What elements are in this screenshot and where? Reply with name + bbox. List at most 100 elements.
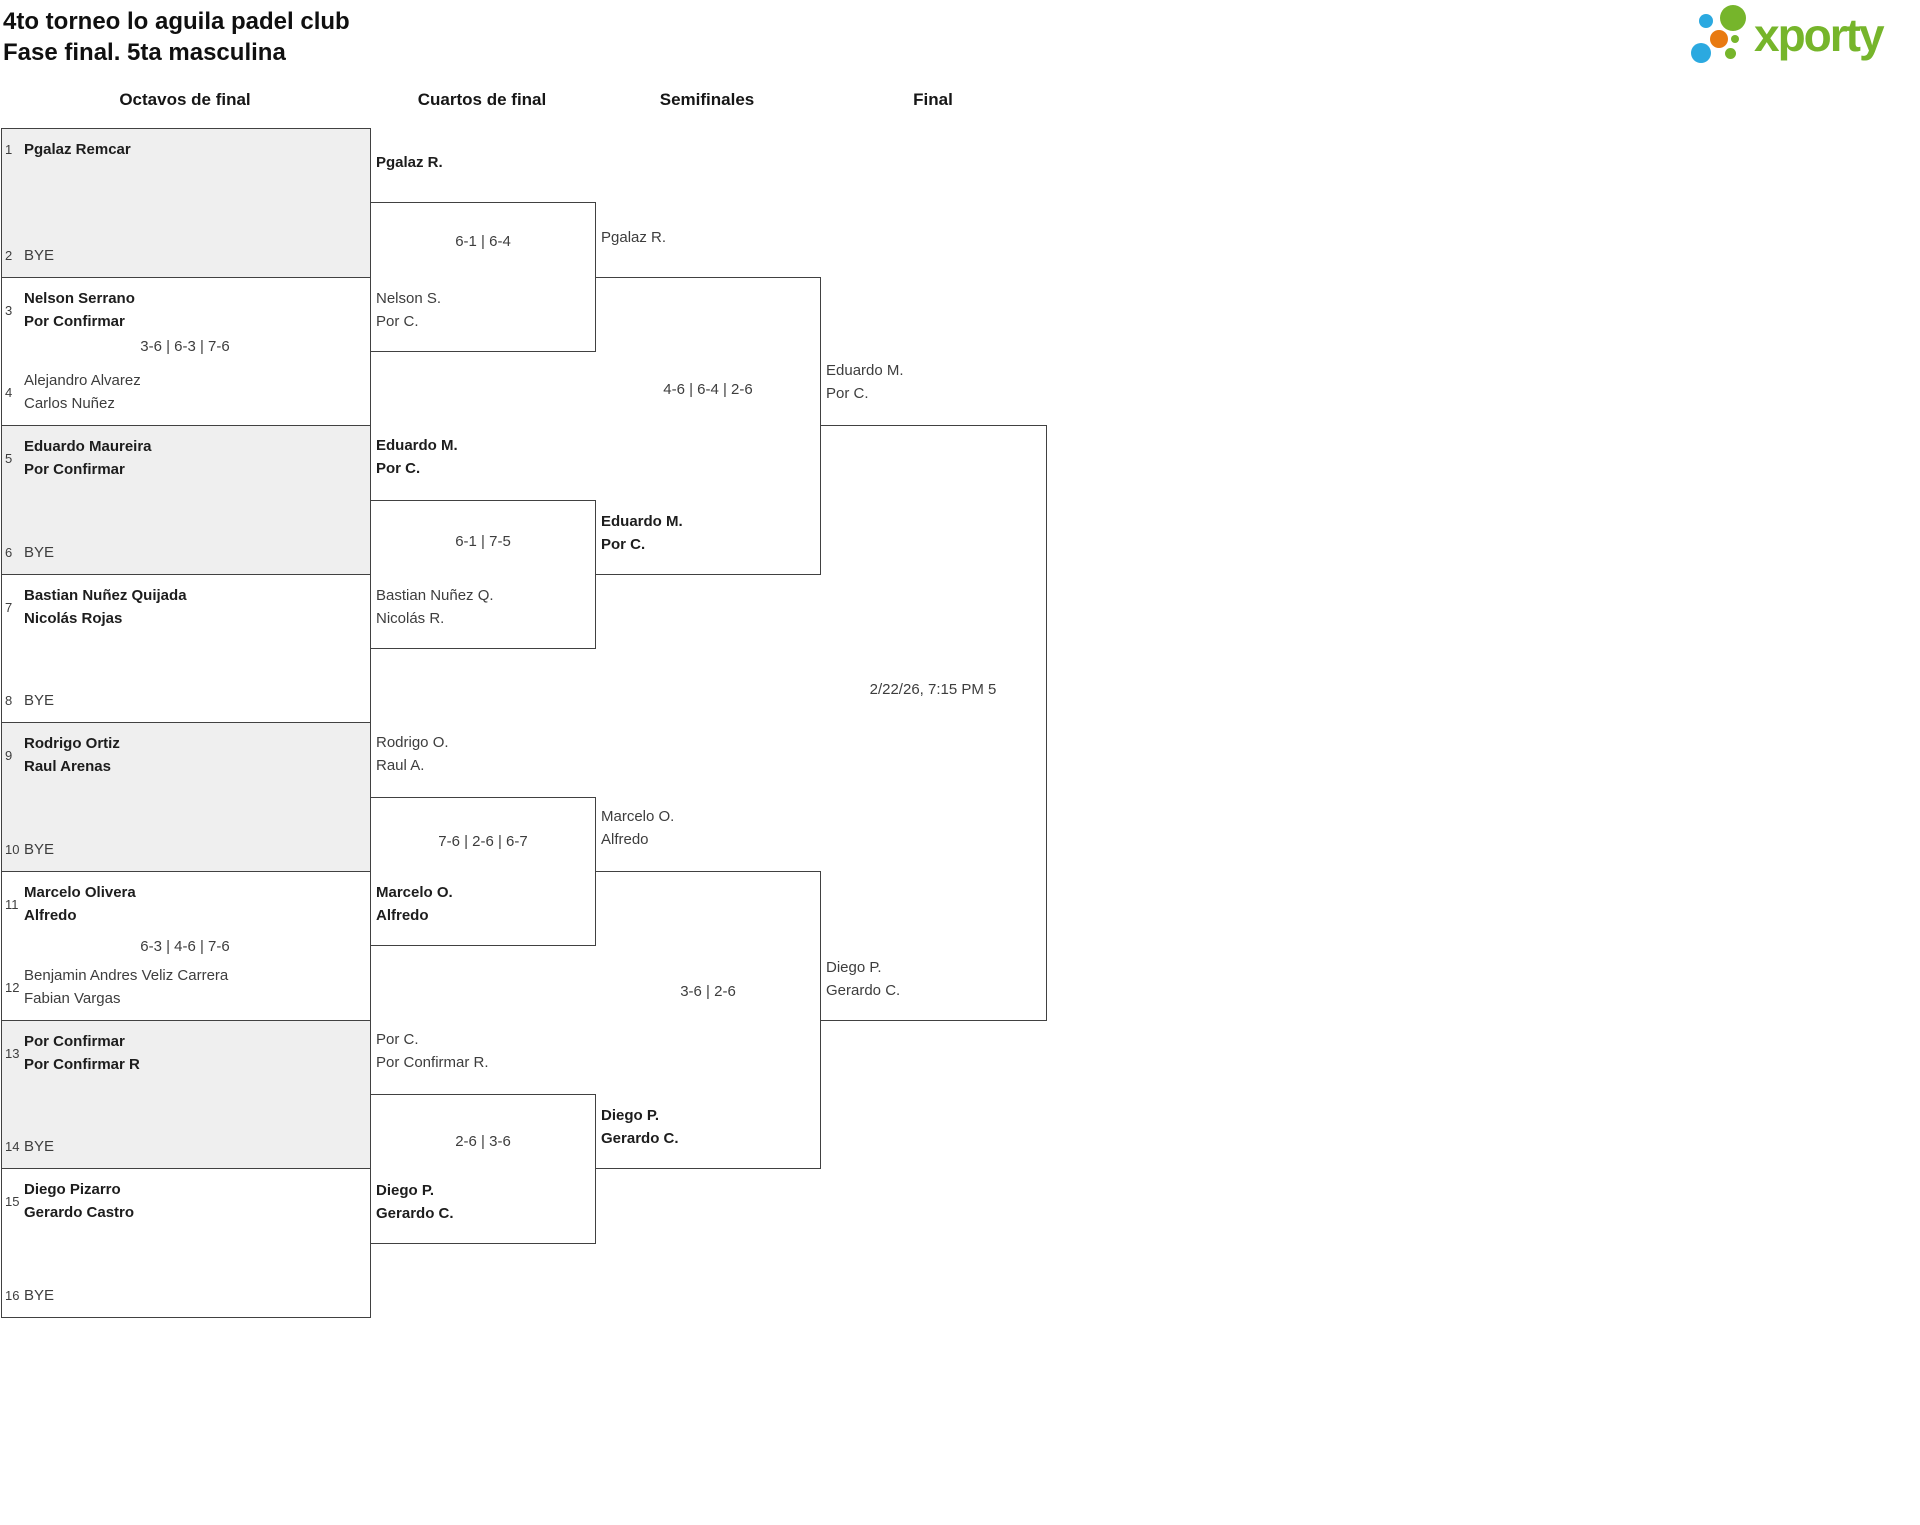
seed-number: 2 (5, 248, 13, 263)
final-schedule: 2/22/26, 7:15 PM 5 (869, 681, 997, 698)
player-name: Por C. (601, 536, 646, 553)
match-score: 3-6 | 6-3 | 7-6 (140, 338, 230, 355)
logo-dot-green-small (1725, 48, 1736, 59)
player-name: Gerardo C. (826, 982, 901, 999)
seed-number: 12 (5, 979, 20, 995)
round-header-semifinales: Semifinales (659, 90, 755, 109)
logo-dot-green-tiny (1731, 35, 1739, 43)
player-name: Gerardo C. (601, 1130, 679, 1147)
player-name: Alfredo (601, 831, 649, 848)
player-name: Eduardo M. (826, 362, 904, 379)
seed-slot-14: 14 BYE (5, 1135, 357, 1158)
seed-number: 3 (5, 302, 13, 318)
player-name: Raul A. (376, 757, 425, 774)
seed-number: 6 (5, 545, 13, 560)
player-name: Diego Pizarro (24, 1181, 121, 1198)
cuartos-match3-top-team: Rodrigo O. Raul A. (376, 731, 449, 777)
cuartos-match2-top-team: Eduardo M. Por C. (376, 434, 458, 480)
team-name: BYE (24, 841, 55, 858)
cuartos-match1-top-team: Pgalaz R. (376, 151, 443, 174)
seed-number: 4 (5, 384, 13, 400)
seed-number: 13 (5, 1045, 20, 1061)
seed-slot-10: 10 BYE (5, 838, 357, 861)
player-name: Por Confirmar (24, 461, 125, 478)
team-name: BYE (24, 1138, 55, 1155)
player-name: Por C. (376, 460, 421, 477)
round-header-final: Final (913, 90, 953, 109)
seed-slot-6: 6 BYE (5, 541, 357, 564)
player-name: Alfredo (24, 907, 77, 924)
logo-dot-blue-medium (1691, 43, 1711, 63)
seed-number: 5 (5, 450, 13, 466)
octavos-box-5 (1, 722, 371, 872)
player-name: Bastian Nuñez Q. (376, 587, 494, 604)
semifinal2-bottom-team: Diego P. Gerardo C. (601, 1104, 679, 1150)
player-name: Nicolás R. (376, 610, 445, 627)
final-bottom-team: Diego P. Gerardo C. (826, 956, 900, 1002)
logo-dot-green-large (1720, 5, 1746, 31)
player-name: Gerardo Castro (24, 1204, 135, 1221)
cuartos-match1-bottom-team: Nelson S. Por C. (376, 287, 441, 333)
player-name: Por C. (376, 1031, 419, 1048)
player-name: Eduardo M. (601, 513, 683, 530)
player-name: Rodrigo Ortiz (24, 735, 120, 752)
cuartos-match2-bottom-team: Bastian Nuñez Q. Nicolás R. (376, 584, 494, 630)
player-name: Por Confirmar (24, 1033, 125, 1050)
semifinal1-top-team: Pgalaz R. (601, 226, 666, 249)
logo-dot-blue-small (1699, 14, 1713, 28)
team-name: Pgalaz R. (376, 154, 443, 171)
player-name: Raul Arenas (24, 758, 111, 775)
player-name: Alejandro Alvarez (24, 372, 141, 389)
seed-number: 16 (5, 1288, 20, 1303)
logo-dot-orange (1710, 30, 1728, 48)
player-name: Por Confirmar R (24, 1056, 140, 1073)
seed-slot-4: 4 Alejandro Alvarez Carlos Nuñez (5, 369, 357, 415)
player-name: Alfredo (376, 907, 429, 924)
final-bracket (820, 425, 1047, 1021)
seed-number: 7 (5, 599, 13, 615)
player-name: Rodrigo O. (376, 734, 449, 751)
player-name: Nelson S. (376, 290, 442, 307)
cuartos-match3-score: 7-6 | 2-6 | 6-7 (438, 833, 528, 850)
seed-slot-15: 15 Diego Pizarro Gerardo Castro (5, 1178, 357, 1224)
seed-slot-3: 3 Nelson Serrano Por Confirmar (5, 287, 357, 333)
player-name: Por Confirmar R. (376, 1054, 489, 1071)
player-name: Por C. (826, 385, 869, 402)
octavos-box-7 (1, 1020, 371, 1169)
player-name: Diego P. (826, 959, 882, 976)
page-title: 4to torneo lo aguila padel club Fase fin… (3, 6, 350, 68)
seed-slot-7: 7 Bastian Nuñez Quijada Nicolás Rojas (5, 584, 357, 630)
player-name: Eduardo Maureira (24, 438, 152, 455)
team-name: BYE (24, 1287, 55, 1304)
semifinal1-bottom-team: Eduardo M. Por C. (601, 510, 683, 556)
cuartos-match2-score: 6-1 | 7-5 (455, 533, 511, 550)
round-header-cuartos: Cuartos de final (417, 90, 547, 109)
team-name: Pgalaz R. (601, 229, 667, 246)
player-name: Marcelo O. (601, 808, 675, 825)
round-header-octavos: Octavos de final (119, 90, 251, 109)
xporty-logo: xporty (1680, 0, 1920, 80)
final-top-team: Eduardo M. Por C. (826, 359, 904, 405)
player-name: Gerardo C. (376, 1205, 454, 1222)
seed-number: 14 (5, 1139, 20, 1154)
player-name: Eduardo M. (376, 437, 458, 454)
seed-slot-9: 9 Rodrigo Ortiz Raul Arenas (5, 732, 357, 778)
player-name: Nelson Serrano (24, 290, 135, 307)
seed-number: 1 (5, 142, 13, 157)
semifinal2-score: 3-6 | 2-6 (680, 983, 736, 1000)
tournament-name: 4to torneo lo aguila padel club (3, 8, 350, 35)
player-name: Por C. (376, 313, 419, 330)
player-name: Benjamin Andres Veliz Carrera (24, 967, 229, 984)
cuartos-match3-bottom-team: Marcelo O. Alfredo (376, 881, 453, 927)
octavos-box-3 (1, 425, 371, 575)
seed-number: 15 (5, 1193, 20, 1209)
team-name: BYE (24, 692, 55, 709)
seed-slot-12: 12 Benjamin Andres Veliz Carrera Fabian … (5, 964, 357, 1010)
seed-slot-13: 13 Por Confirmar Por Confirmar R (5, 1030, 357, 1076)
match-score: 6-3 | 4-6 | 7-6 (140, 938, 230, 955)
cuartos-match1-score: 6-1 | 6-4 (455, 233, 511, 250)
seed-slot-8: 8 BYE (5, 689, 357, 712)
semifinal2-top-team: Marcelo O. Alfredo (601, 805, 674, 851)
